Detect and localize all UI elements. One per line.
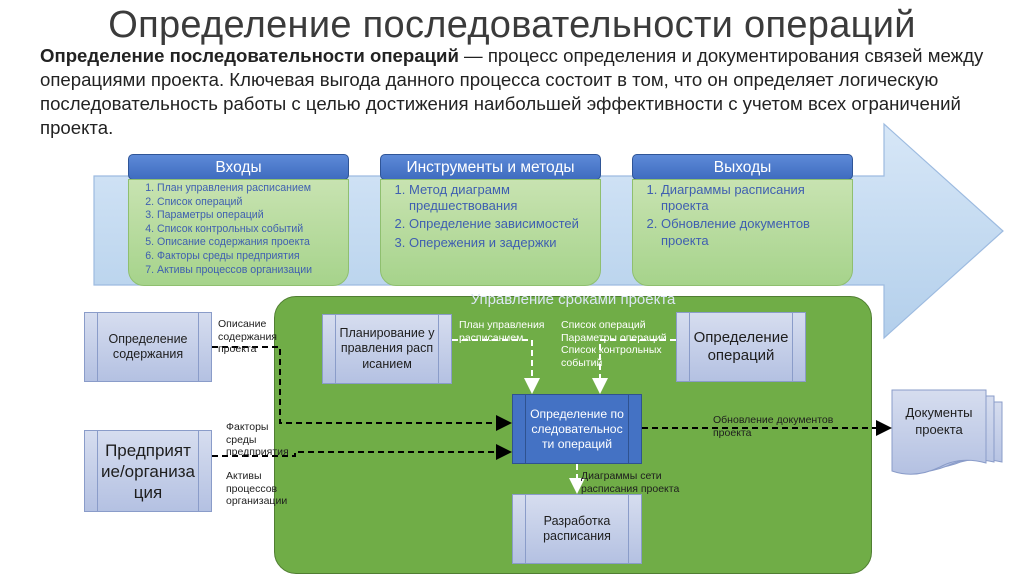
plan-schedule-label: Планирование управления расписанием <box>339 325 435 371</box>
develop-schedule-process: Разработка расписания <box>512 494 642 564</box>
inputs-item: Факторы среды предприятия <box>157 250 348 264</box>
inputs-item: Список операций <box>157 196 348 210</box>
inputs-list: План управления расписанием Список опера… <box>129 182 348 277</box>
sequence-activities-process: Определение последовательности операций <box>512 394 642 464</box>
tools-item: Опережения и задержки <box>409 235 600 251</box>
flow-label-scope-description: Описание содержания проекта <box>218 318 277 355</box>
page-title: Определение последовательности операций <box>108 4 916 46</box>
flow-label-activity-lists: Список операций Параметры операций Списо… <box>561 319 667 369</box>
outputs-list: Диаграммы расписания проекта Обновление … <box>633 182 852 249</box>
develop-schedule-label: Разработка расписания <box>543 513 611 544</box>
outputs-panel: Диаграммы расписания проекта Обновление … <box>632 179 853 286</box>
project-documents-label: Документы проекта <box>905 405 973 437</box>
inputs-item: Активы процессов организации <box>157 264 348 278</box>
tools-item: Определение зависимостей <box>409 216 600 232</box>
inputs-item: Параметры операций <box>157 209 348 223</box>
flow-label-process-assets: Активы процессов организации <box>226 470 288 507</box>
define-scope-label: Определение содержания <box>108 332 188 361</box>
flow-label-network-diagrams: Диаграммы сети расписания проекта <box>581 470 680 495</box>
schedule-management-title: Управление сроками проекта <box>470 291 676 308</box>
outputs-header: Выходы <box>632 154 853 180</box>
inputs-header: Входы <box>128 154 349 180</box>
tools-item: Метод диаграмм предшествования <box>409 182 600 214</box>
define-scope-process: Определение содержания <box>84 312 212 382</box>
enterprise-label: Предприятие/организация <box>101 440 195 502</box>
tools-list: Метод диаграмм предшествования Определен… <box>381 182 600 251</box>
intro-paragraph: Определение последовательности операций … <box>40 44 990 140</box>
flow-label-document-updates: Обновление документов проекта <box>713 414 834 439</box>
intro-text: — процесс определения и документирования… <box>40 45 984 138</box>
flow-label-environment-factors: Факторы среды предприятия <box>226 421 289 458</box>
enterprise-process: Предприятие/организация <box>84 430 212 512</box>
tools-header: Инструменты и методы <box>380 154 601 180</box>
inputs-item: Описание содержания проекта <box>157 236 348 250</box>
tools-panel: Метод диаграмм предшествования Определен… <box>380 179 601 286</box>
sequence-activities-label: Определение последовательности операций <box>530 406 624 451</box>
intro-term: Определение последовательности операций <box>40 45 459 66</box>
outputs-item: Обновление документов проекта <box>661 216 852 248</box>
plan-schedule-process: Планирование управления расписанием <box>322 314 452 384</box>
define-activities-label: Определение операций <box>693 329 789 364</box>
inputs-item: Список контрольных событий <box>157 223 348 237</box>
inputs-panel: План управления расписанием Список опера… <box>128 179 349 286</box>
flow-label-schedule-plan: План управления расписанием <box>459 319 545 344</box>
outputs-item: Диаграммы расписания проекта <box>661 182 852 214</box>
inputs-item: План управления расписанием <box>157 182 348 196</box>
define-activities-process: Определение операций <box>676 312 806 382</box>
